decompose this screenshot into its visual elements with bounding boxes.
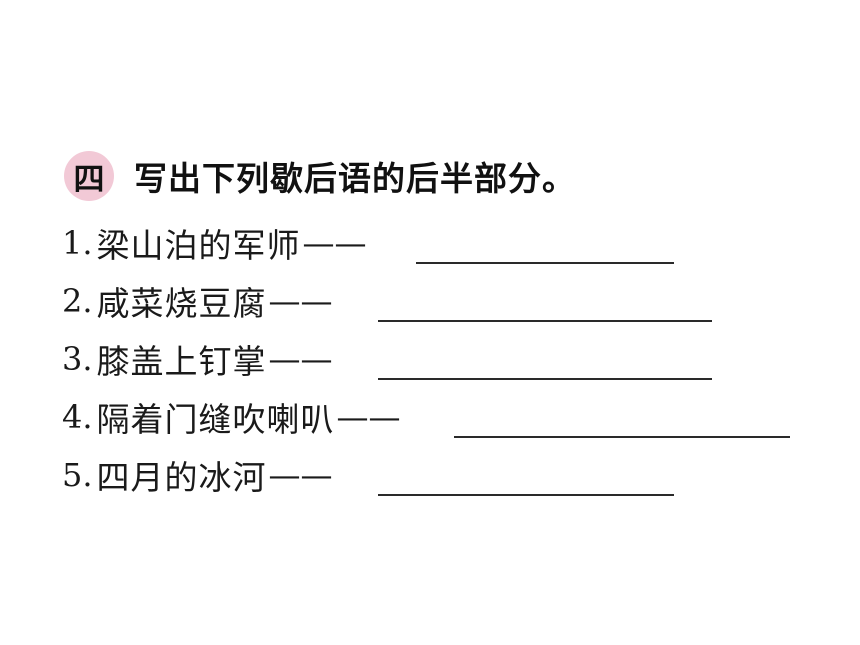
exercise-item-4: 4. 隔着门缝吹喇叭 —— <box>62 388 790 446</box>
exercise-item-2: 2. 咸菜烧豆腐 —— <box>62 272 712 330</box>
answer-blank-4[interactable] <box>454 436 790 438</box>
answer-blank-3[interactable] <box>378 378 712 380</box>
item-phrase: 梁山泊的军师 <box>96 226 301 265</box>
section-instruction: 写出下列歇后语的后半部分。 <box>134 159 576 198</box>
item-dash: —— <box>268 282 333 320</box>
exercise-list: 1. 梁山泊的军师 —— 2. 咸菜烧豆腐 —— 3. 膝盖上钉掌 —— 4. … <box>62 214 790 504</box>
exercise-item-3: 3. 膝盖上钉掌 —— <box>62 330 712 388</box>
item-number: 1. <box>62 224 93 262</box>
item-number: 3. <box>62 340 93 378</box>
item-dash: —— <box>268 340 333 378</box>
item-phrase: 膝盖上钉掌 <box>96 342 267 381</box>
item-dash: —— <box>336 398 401 436</box>
item-phrase: 隔着门缝吹喇叭 <box>96 400 335 439</box>
answer-blank-1[interactable] <box>416 262 674 264</box>
item-number: 2. <box>62 282 93 320</box>
item-phrase: 咸菜烧豆腐 <box>96 284 267 323</box>
exercise-item-1: 1. 梁山泊的军师 —— <box>62 214 674 272</box>
item-dash: —— <box>302 224 367 262</box>
section-number-badge: 四 <box>64 151 114 201</box>
answer-blank-2[interactable] <box>378 320 712 322</box>
item-number: 5. <box>62 456 93 494</box>
item-phrase: 四月的冰河 <box>96 458 267 497</box>
item-dash: —— <box>268 456 333 494</box>
exercise-item-5: 5. 四月的冰河 —— <box>62 446 674 504</box>
item-number: 4. <box>62 398 93 436</box>
section-header: 四 写出下列歇后语的后半部分。 <box>64 150 576 202</box>
answer-blank-5[interactable] <box>378 494 674 496</box>
